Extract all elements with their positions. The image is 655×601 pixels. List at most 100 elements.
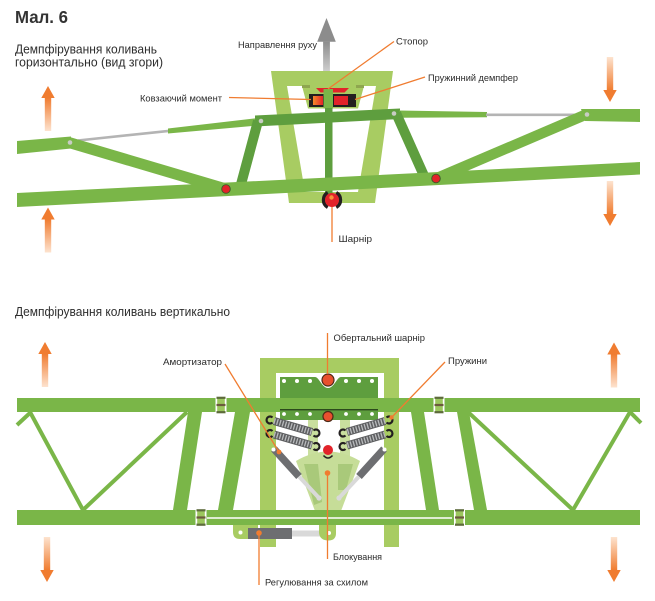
left-boom-diagonal — [67, 137, 228, 195]
right-boom-truss — [411, 410, 643, 512]
arrow-shaft — [44, 97, 52, 131]
arrow-head — [38, 342, 52, 354]
bolt-hole — [282, 379, 286, 383]
leader-line-springs — [391, 361, 446, 418]
anchor-plate-edge — [280, 409, 378, 411]
section-title-horizontal-line2: горизонтально (вид згори) — [15, 56, 163, 70]
arrow-shaft — [610, 354, 618, 388]
right-boom-inner-segment — [399, 110, 487, 118]
spring-hook — [338, 428, 347, 438]
damper-insert-left — [313, 96, 323, 105]
rocker-pivot-bracket — [322, 454, 334, 459]
spring — [265, 415, 321, 438]
center-section-left-strut — [235, 119, 263, 190]
bolt-hole — [344, 379, 348, 383]
arrow-head — [607, 342, 621, 355]
arrow-shaft — [44, 219, 52, 253]
label-rotary-hinge: Обертальний шарнір — [334, 333, 426, 344]
spring-hook — [265, 428, 274, 439]
bolt-hole — [344, 412, 348, 416]
leader-line-shock-absorber — [224, 363, 280, 453]
label-spring-damper: Пружинний демпфер — [428, 73, 518, 84]
spring — [338, 428, 394, 452]
damper-piston-rod — [323, 89, 333, 109]
arrow-head — [41, 207, 55, 220]
hydraulic-cylinder-rod — [292, 530, 323, 537]
shock-absorber-rod-end — [316, 495, 322, 501]
leader-dot — [389, 415, 394, 420]
leader-dot — [256, 530, 262, 536]
horizontal-damping-diagram: Демпфірування коливань горизонтально (ви… — [15, 18, 640, 253]
arrow-shaft — [606, 57, 614, 91]
bolt-hole — [357, 412, 361, 416]
spring-coil-turns — [346, 431, 386, 449]
boom-top-chord — [17, 398, 640, 412]
truss-diagonal — [15, 410, 33, 427]
truss-diagonal — [571, 410, 632, 512]
damper-insert-right — [334, 96, 348, 105]
mount-hole — [238, 530, 243, 535]
spring — [338, 415, 394, 438]
pivot-joint — [221, 184, 231, 194]
spring-hook — [338, 441, 347, 452]
truss-post — [173, 412, 202, 510]
label-stopper: Стопор — [396, 37, 428, 48]
hinge-plate — [280, 377, 378, 398]
shock-absorber-pin — [382, 447, 387, 452]
hinge-pin — [325, 193, 339, 207]
arrow-head — [603, 90, 617, 102]
bolt-hole — [308, 379, 312, 383]
truss-diagonal — [628, 410, 643, 425]
mount-pad — [302, 85, 310, 88]
boom-motion-arrow-icon — [40, 537, 54, 582]
boom-motion-arrow-icon — [607, 342, 621, 388]
bolt-hole — [282, 412, 286, 416]
rocker-pivot-pin — [323, 445, 333, 455]
label-shock-absorber: Амортизатор — [163, 357, 222, 368]
pin-joint — [584, 112, 590, 117]
leader-dot — [276, 449, 282, 455]
arrow-head — [603, 214, 617, 226]
leader-line-sliding-moment — [228, 96, 312, 101]
arrow-shaft — [41, 353, 49, 387]
left-boom-upper — [17, 118, 258, 154]
arrow-head — [607, 570, 621, 582]
spring-coil-turns — [273, 418, 313, 435]
left-boom-outer-segment — [17, 136, 71, 154]
vertical-damping-diagram: Демпфірування коливань вертикально — [15, 305, 643, 589]
bolt-hole — [370, 412, 374, 416]
pivot-joint — [431, 173, 441, 184]
boom-joint-connector — [433, 396, 445, 414]
spring-coil-turns — [346, 418, 386, 435]
left-tie-rod — [77, 129, 171, 142]
right-boom-diagonal — [433, 109, 589, 184]
bolt-hole — [295, 379, 299, 383]
leader-line-stopper — [327, 40, 395, 90]
label-lock: Блокування — [333, 552, 382, 563]
arrow-shaft — [43, 537, 51, 571]
right-boom-upper — [399, 109, 640, 122]
shock-absorber-pin — [271, 447, 276, 452]
center-pivot-rod — [325, 108, 333, 195]
rocker-support-right — [340, 419, 350, 456]
shock-absorber-cylinder — [356, 446, 387, 480]
label-sliding-moment: Ковзаючий момент — [140, 94, 223, 105]
bolt-hole — [308, 412, 312, 416]
travel-direction-arrow-icon — [317, 18, 336, 71]
bolt-hole — [370, 379, 374, 383]
mount-pad — [356, 85, 364, 88]
spring-hook — [312, 428, 321, 438]
spring-damper — [302, 85, 364, 109]
label-springs: Пружини — [448, 356, 487, 367]
truss-post — [218, 412, 250, 510]
label-slope-adjustment: Регулювання за схилом — [265, 578, 368, 589]
springs — [265, 415, 394, 452]
pin-joint — [258, 118, 264, 124]
shock-absorber-rod — [337, 475, 361, 500]
boom-motion-arrow-icon — [41, 207, 55, 253]
center-section-right-strut — [391, 110, 430, 181]
pin-joint — [391, 111, 397, 116]
hydraulic-cylinder-body — [248, 528, 292, 539]
section-title-vertical: Демпфірування коливань вертикально — [15, 305, 230, 319]
